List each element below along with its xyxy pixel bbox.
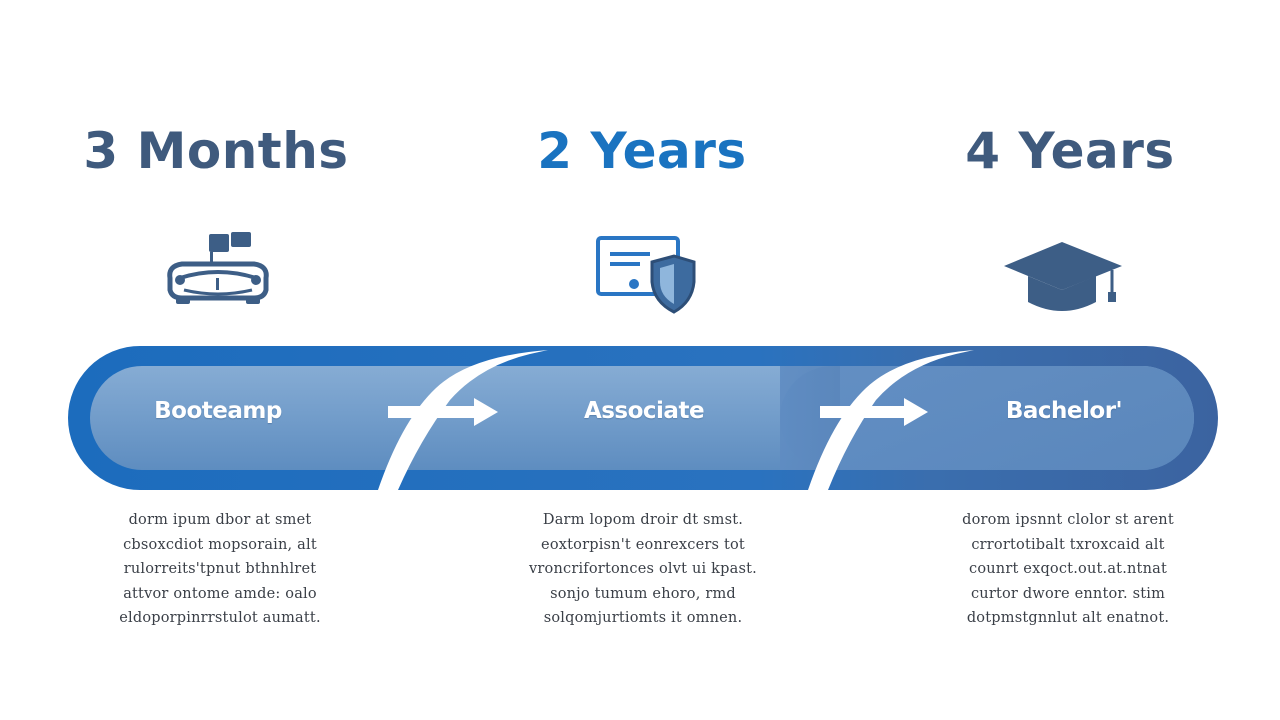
stage-label-associate: Associate (583, 398, 705, 424)
stage-label-bachelor: Bachelor' (1005, 398, 1123, 424)
arrow-right-icon (820, 398, 928, 426)
description-line: curtor dwore enntor. stim (970, 585, 1166, 602)
description-line: vroncrifortonces olvt ui kpast. (529, 561, 757, 577)
description-line: cbsoxcdiot mopsorain, alt (123, 536, 317, 553)
graduation-cap-icon (1004, 242, 1122, 311)
arrow-right-icon (388, 398, 498, 426)
description-line: sonjo tumum ehoro, rmd (550, 585, 736, 602)
description-line: counrt exqoct.out.at.ntnat (969, 561, 1167, 577)
description-line: dorm ipum dbor at smet (128, 512, 312, 528)
duration-stage-3: 4 Years (965, 122, 1175, 180)
description-line: eldoporpinrrstulot aumatt. (119, 610, 321, 626)
certificate-shield-icon (596, 236, 696, 314)
description-stage-2: Darm lopom droir dt smst. eoxtorpisn't e… (528, 508, 758, 631)
description-line: attvor ontome amde: oalo (123, 585, 317, 602)
duration-stage-1: 3 Months (83, 122, 349, 180)
description-line: eoxtorpisn't eonrexcers tot (541, 536, 745, 553)
description-line: rulorreits'tpnut bthnhlret (123, 561, 317, 577)
description-line: crrortotibalt txroxcaid alt (971, 536, 1165, 553)
stage-label-bootcamp: Booteamp (154, 398, 282, 424)
description-line: Darm lopom droir dt smst. (542, 512, 744, 528)
description-stage-3: dorom ipsnnt clolor st arent crrortotiba… (953, 508, 1183, 631)
description-stage-1: dorm ipum dbor at smet cbsoxcdiot mopsor… (105, 508, 335, 631)
description-line: solqomjurtiomts it omnen. (543, 610, 743, 626)
car-with-flag-icon (167, 232, 269, 304)
swoosh-divider-2 (808, 350, 974, 490)
description-line: dotpmstgnnlut alt enatnot. (966, 610, 1170, 626)
description-line: dorom ipsnnt clolor st arent (962, 512, 1174, 528)
duration-stage-2: 2 Years (537, 122, 747, 180)
swoosh-divider-1 (378, 350, 548, 490)
